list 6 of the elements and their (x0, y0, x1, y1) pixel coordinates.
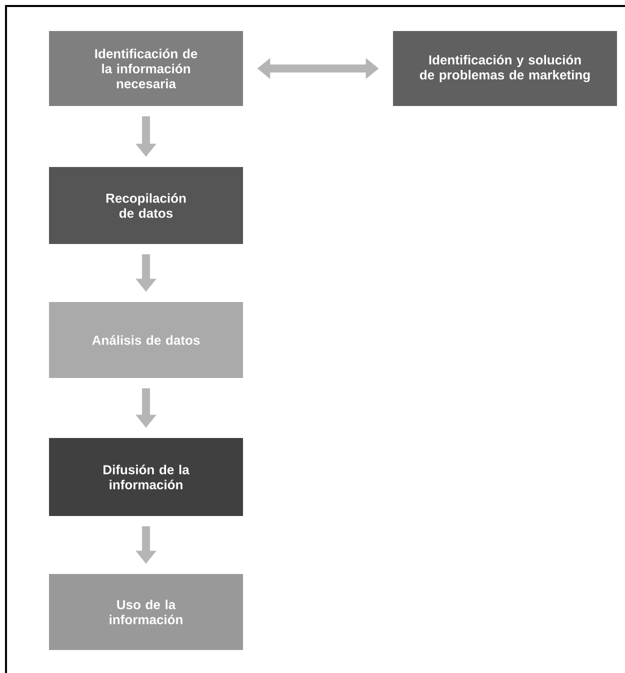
process-box: Uso de la información (49, 574, 243, 650)
process-box: Difusión de la información (49, 438, 243, 516)
process-box: Recopilación de datos (49, 167, 243, 244)
process-box: Identificación y solución de problemas de marketing (393, 31, 617, 106)
process-box: Identificación de la información necesaria (49, 31, 243, 106)
process-box: Análisis de datos (49, 302, 243, 378)
